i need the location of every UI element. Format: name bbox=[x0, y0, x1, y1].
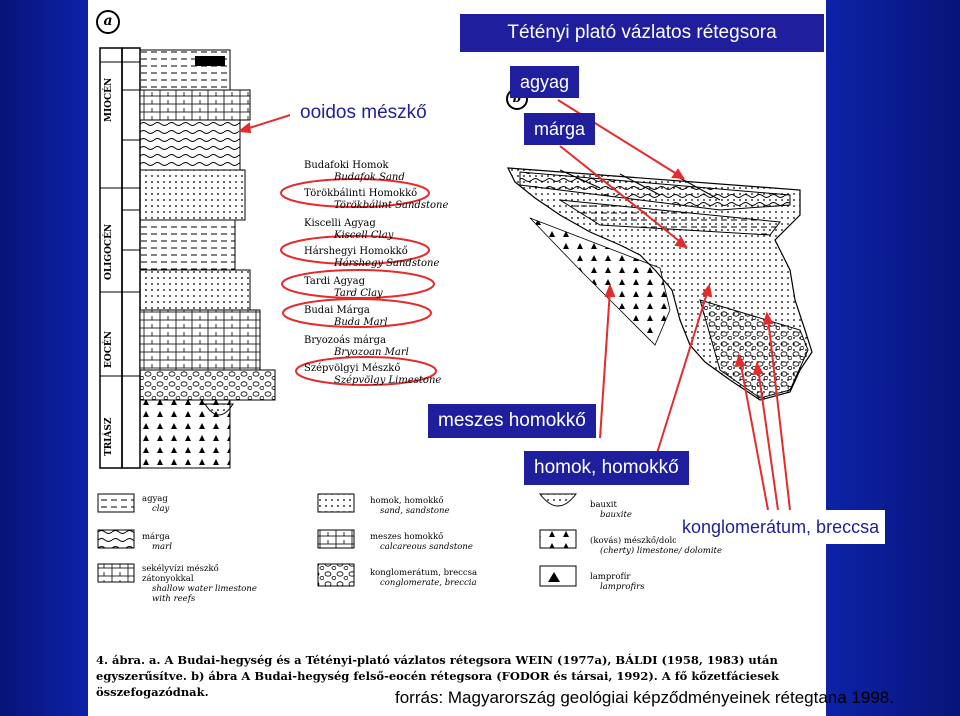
callout-meszes-homokko: meszes homokkő bbox=[428, 404, 596, 438]
callout-agyag: agyag bbox=[510, 66, 580, 98]
caption-line: 4. ábra. a. A Budai-hegység és a Tétényi… bbox=[96, 653, 778, 667]
age-label-oligocene: OLIGOCÉN bbox=[104, 223, 114, 280]
caption-line: összefogazódnak. bbox=[96, 685, 209, 699]
age-label-triassic: TRIÁSZ bbox=[104, 417, 114, 456]
figure-caption: 4. ábra. a. A Budai-hegység és a Tétényi… bbox=[96, 652, 826, 700]
left-blue-band bbox=[0, 0, 88, 716]
age-label-miocene: MIOCÉN bbox=[104, 77, 114, 122]
right-blue-band bbox=[826, 0, 960, 716]
red-arrows bbox=[237, 99, 791, 511]
cross-section-diagram bbox=[506, 167, 813, 401]
panel-tag-a: a bbox=[96, 10, 120, 34]
slide-title: Tétényi plató vázlatos rétegsora bbox=[460, 14, 824, 52]
legend-label: (kovás) mészkő/dolomit(cherty) limestone… bbox=[590, 536, 722, 556]
callout-konglomeratum: konglomerátum, breccsa bbox=[676, 510, 886, 544]
stratigraphic-column bbox=[99, 47, 437, 469]
source-citation: forrás: Magyarország geológiai képződmén… bbox=[395, 688, 894, 707]
callout-ooidos-meszko: ooidos mészkő bbox=[290, 96, 437, 130]
legend-swatches bbox=[97, 493, 578, 587]
callout-homok-homokko: homok, homokkő bbox=[524, 451, 689, 485]
callout-marga: márga bbox=[524, 113, 596, 145]
age-label-eocene: EOCÉN bbox=[104, 331, 114, 368]
caption-line: egyszerűsítve. b) ábra A Budai-hegység f… bbox=[96, 669, 779, 683]
